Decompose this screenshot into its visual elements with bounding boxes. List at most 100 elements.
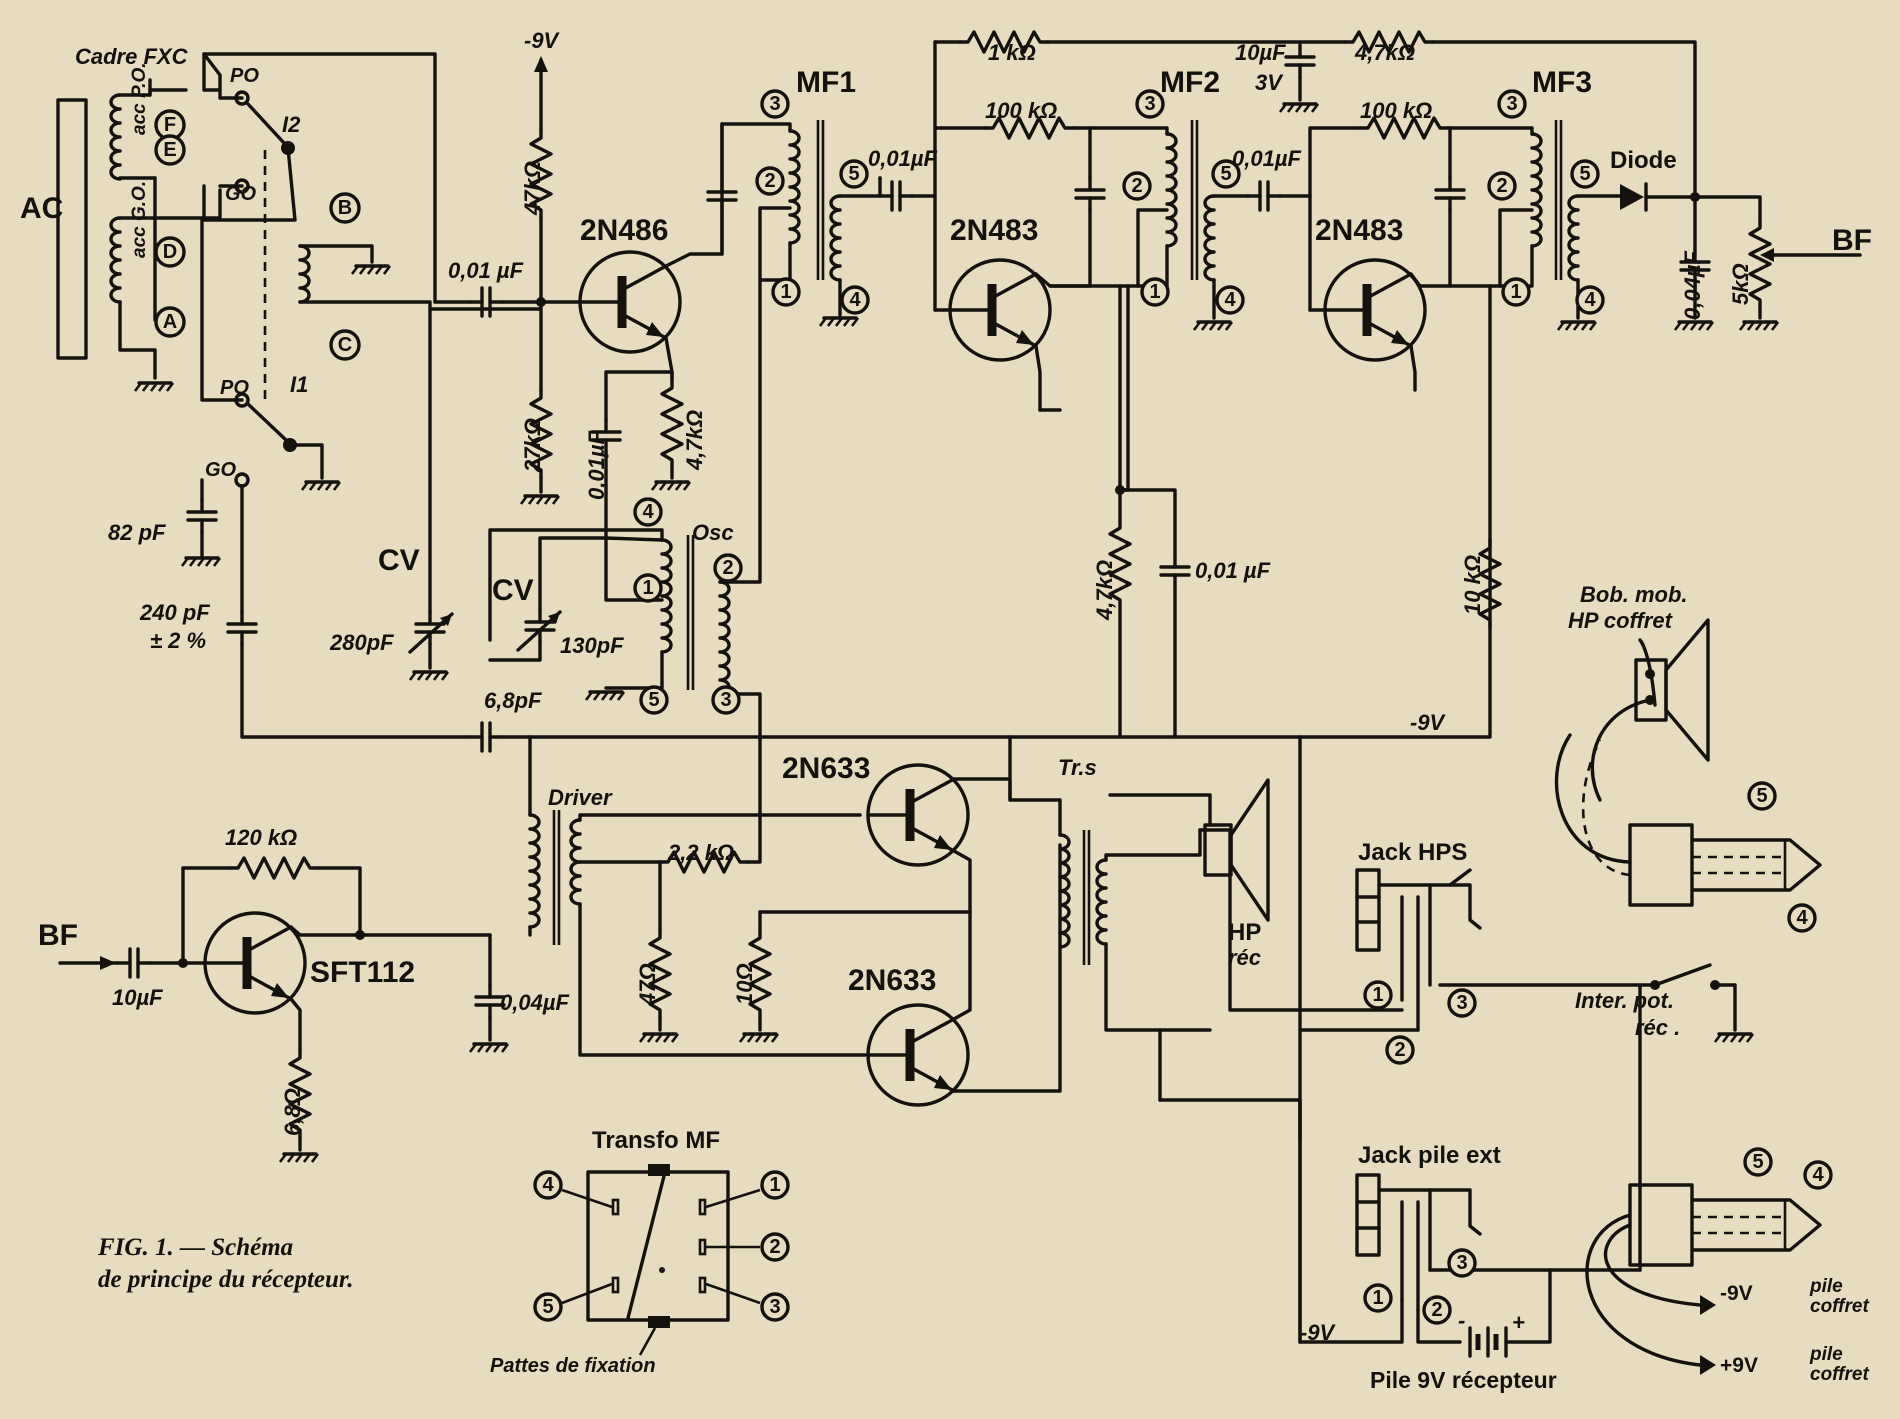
node-a: A xyxy=(154,306,186,338)
label-m9v-coffret: -9V xyxy=(1720,1282,1753,1305)
output-transformer xyxy=(1008,735,1212,1032)
plug-pile-coffret xyxy=(1585,1183,1822,1375)
label-bobmob: Bob. mob. xyxy=(1580,582,1688,607)
jack-hps xyxy=(1355,868,1642,1272)
svg-text:5: 5 xyxy=(648,689,659,711)
pin-mf3-3: 3 xyxy=(1497,89,1527,119)
svg-text:1: 1 xyxy=(1372,984,1383,1006)
node-d: D xyxy=(154,236,186,268)
label-c004-in: 0,04µF xyxy=(500,990,569,1015)
label-minus: - xyxy=(1458,1308,1465,1333)
jack-pile-ext xyxy=(1355,1173,1482,1312)
pin-jhps-3: 3 xyxy=(1447,988,1477,1018)
svg-text:1: 1 xyxy=(1149,281,1160,303)
svg-text:4: 4 xyxy=(1584,289,1596,311)
figure-caption-line1: FIG. 1. — Schéma xyxy=(97,1234,293,1261)
label-pile2: pile xyxy=(1809,1344,1843,1365)
svg-text:3: 3 xyxy=(769,93,780,115)
label-coffret1: coffret xyxy=(1810,1296,1869,1317)
po-antenna-coil xyxy=(109,93,122,181)
svg-text:4: 4 xyxy=(1812,1164,1824,1186)
pin-inset-2: 2 xyxy=(760,1232,790,1262)
pin-plug2-4: 4 xyxy=(1803,1160,1833,1190)
label-2n483-1: 2N483 xyxy=(950,214,1038,247)
svg-text:2: 2 xyxy=(1394,1039,1405,1061)
label-mf1: MF1 xyxy=(796,66,856,99)
pin-mf1-4: 4 xyxy=(840,285,870,315)
label-r47k-top: 4,7kΩ xyxy=(1354,40,1415,65)
label-r22k: 2,2 kΩ xyxy=(667,840,734,865)
pin-mf1-1: 1 xyxy=(771,277,801,307)
svg-text:2: 2 xyxy=(764,170,775,192)
pin-plug1-5: 5 xyxy=(1747,781,1777,811)
svg-text:5: 5 xyxy=(848,163,859,185)
plug-hp-coffret xyxy=(1554,638,1822,907)
battery-9v xyxy=(1416,1268,1552,1358)
pin-plug2-5: 5 xyxy=(1743,1147,1773,1177)
label-pattes: Pattes de fixation xyxy=(490,1355,656,1377)
pin-mf2-1: 1 xyxy=(1140,277,1170,307)
label-c001-mf1: 0,01µF xyxy=(868,146,937,171)
label-r1k: 1 kΩ xyxy=(988,40,1036,65)
pin-inset-5: 5 xyxy=(533,1292,563,1322)
label-c001-a: 0,01 µF xyxy=(448,258,524,283)
label-2n633-1: 2N633 xyxy=(782,752,870,785)
svg-text:3: 3 xyxy=(1144,93,1155,115)
ferrite-frame xyxy=(56,52,222,393)
label-pile1: pile xyxy=(1809,1276,1843,1297)
label-r47k-mf2: 4,7kΩ xyxy=(1092,560,1117,621)
label-r10: 10Ω xyxy=(732,963,757,1005)
svg-text:2: 2 xyxy=(1496,175,1507,197)
label-diode: Diode xyxy=(1610,147,1677,174)
svg-text:3: 3 xyxy=(720,689,731,711)
label-2n483-2: 2N483 xyxy=(1315,214,1403,247)
label-c10uf-in: 10µF xyxy=(112,985,163,1010)
label-2n633-2: 2N633 xyxy=(848,964,936,997)
svg-text:4: 4 xyxy=(1224,289,1236,311)
label-cv1: CV xyxy=(378,544,420,577)
svg-text:A: A xyxy=(163,311,177,333)
svg-text:4: 4 xyxy=(642,501,654,523)
label-acc-po: acc P.O. xyxy=(129,62,150,135)
label-minus9v-bus: -9V xyxy=(1410,710,1447,735)
svg-text:5: 5 xyxy=(1752,1151,1763,1173)
label-hp: HP xyxy=(1228,919,1261,946)
label-r100k-2: 100 kΩ xyxy=(1360,98,1432,123)
label-r5k: 5kΩ xyxy=(1728,263,1753,305)
label-coffret2: coffret xyxy=(1810,1364,1869,1385)
svg-text:2: 2 xyxy=(1431,1299,1442,1321)
label-82pf: 82 pF xyxy=(108,520,166,545)
label-c004-det: 0,04µF xyxy=(1680,251,1705,320)
svg-text:2: 2 xyxy=(769,1236,780,1258)
pin-jpile-3: 3 xyxy=(1447,1248,1477,1278)
pin-osc-2: 2 xyxy=(713,553,743,583)
pin-mf2-5: 5 xyxy=(1211,159,1241,189)
label-c10uf: 10µF xyxy=(1235,40,1286,65)
svg-text:1: 1 xyxy=(769,1174,780,1196)
label-240pf-tol: ± 2 % xyxy=(150,628,206,653)
svg-text:D: D xyxy=(163,241,177,263)
pin-mf2-2: 2 xyxy=(1122,171,1152,201)
svg-text:3: 3 xyxy=(769,1296,780,1318)
pin-jhps-1: 1 xyxy=(1363,980,1393,1010)
pin-mf1-5: 5 xyxy=(839,159,869,189)
label-plus: + xyxy=(1512,1310,1525,1335)
label-cv2: CV xyxy=(492,574,534,607)
pin-mf1-3: 3 xyxy=(760,89,790,119)
pin-mf3-1: 1 xyxy=(1501,277,1531,307)
label-po1: PO xyxy=(230,65,259,87)
pin-inset-1: 1 xyxy=(760,1170,790,1200)
label-go2: GO xyxy=(205,459,237,481)
label-po2: PO xyxy=(220,377,249,399)
label-r47k: 47kΩ xyxy=(520,161,545,216)
label-130pf: 130pF xyxy=(560,633,624,658)
label-trs: Tr.s xyxy=(1058,755,1097,780)
svg-text:2: 2 xyxy=(1131,175,1142,197)
label-transfo-mf: Transfo MF xyxy=(592,1127,720,1154)
svg-text:B: B xyxy=(338,197,352,219)
transfo-mf-inset xyxy=(561,1164,761,1356)
node-b: B xyxy=(329,192,361,224)
label-c001-mf2e: 0,01 µF xyxy=(1195,558,1271,583)
